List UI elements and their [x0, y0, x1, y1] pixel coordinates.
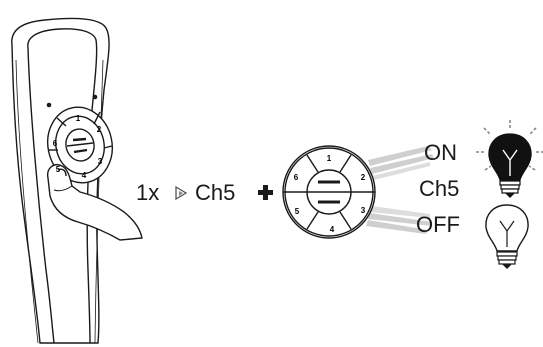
remote-key-6: 6: [53, 139, 58, 148]
channel-selector-dial: [282, 145, 376, 239]
result-channel-label: Ch5: [419, 176, 460, 201]
selector-key-2: 2: [361, 173, 366, 182]
on-signal-waves: [368, 146, 434, 180]
lamp-on-icon: [476, 120, 543, 198]
remote-key-1: 1: [76, 114, 81, 123]
off-signal-waves: [366, 206, 432, 234]
remote-key-2: 2: [97, 125, 102, 134]
selector-key-5: 5: [295, 207, 300, 216]
press-count-label: 1x: [136, 180, 160, 205]
remote-key-4: 4: [82, 171, 87, 180]
remote-key-3: 3: [98, 157, 103, 166]
remote-key-5: 5: [56, 165, 61, 174]
selector-key-6: 6: [294, 173, 299, 182]
arrow-icon: [175, 185, 188, 201]
plus-icon: [258, 185, 273, 200]
selector-keypad: 1 2 3 4 5 6: [294, 154, 366, 234]
instruction-channel-label: Ch5: [195, 180, 236, 205]
on-label: ON: [424, 140, 457, 165]
lamp-off-icon: [485, 204, 529, 269]
selector-key-4: 4: [330, 225, 335, 234]
finger-icon: [47, 164, 143, 241]
off-label: OFF: [416, 212, 460, 237]
selector-key-3: 3: [361, 206, 366, 215]
selector-key-1: 1: [327, 154, 332, 163]
remote-keypad: 1 2 3 4 5 6: [53, 114, 103, 180]
